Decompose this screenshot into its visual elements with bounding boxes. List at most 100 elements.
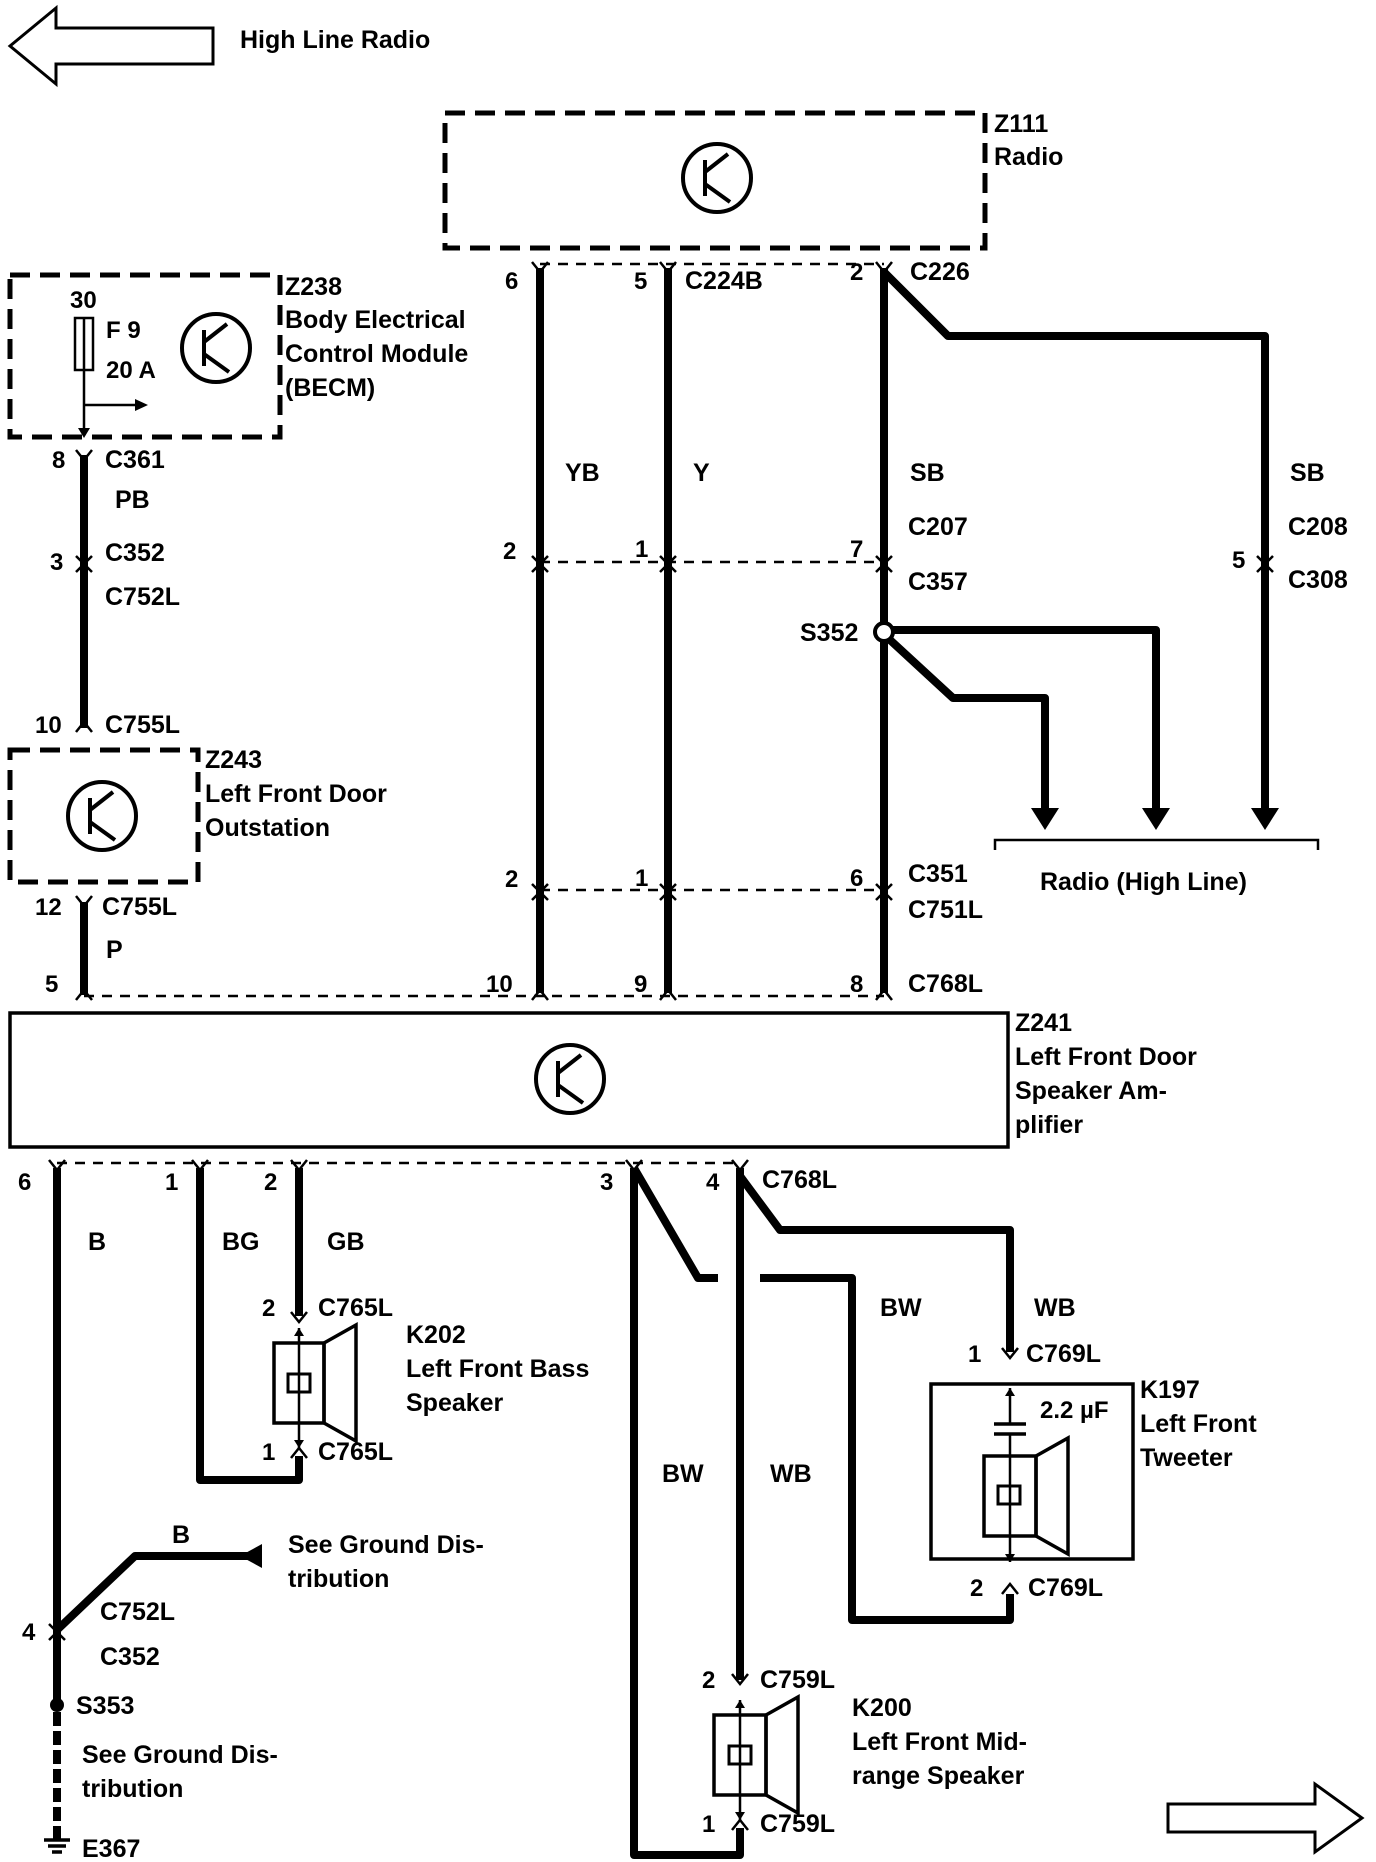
bass-speaker-icon bbox=[272, 1322, 358, 1448]
pin-8-c361: 8 bbox=[52, 447, 65, 474]
amplifier-id: Z241 bbox=[1015, 1009, 1072, 1037]
wire-b-branch bbox=[54, 1552, 250, 1633]
becm-module-box bbox=[7, 272, 283, 440]
outstation-module-box bbox=[7, 747, 201, 885]
wire-color-wb-upper: WB bbox=[1034, 1294, 1076, 1322]
connector-c352-top: C352 bbox=[105, 539, 165, 567]
connector-c352-lower: C352 bbox=[100, 1643, 160, 1671]
connector-c361-icon bbox=[75, 449, 93, 463]
outstation-name-line1: Left Front Door bbox=[205, 780, 387, 808]
amplifier-name-line1: Left Front Door bbox=[1015, 1043, 1197, 1071]
radio-name: Radio bbox=[994, 143, 1063, 171]
bass-speaker-name-line2: Speaker bbox=[406, 1389, 504, 1417]
pin-1-amp-out: 1 bbox=[165, 1169, 178, 1196]
becm-id: Z238 bbox=[285, 273, 342, 301]
connector-c208-icon bbox=[1256, 555, 1274, 573]
connector-c755l-lower-icon bbox=[75, 895, 93, 909]
wire-bg bbox=[196, 1168, 303, 1484]
connector-c755l-top: C755L bbox=[105, 711, 180, 739]
arrow-down-icon bbox=[1251, 808, 1279, 830]
connector-c752l-lower: C752L bbox=[100, 1598, 175, 1626]
connector-c352-icon bbox=[75, 555, 93, 573]
wire-color-sb-branch: SB bbox=[1290, 459, 1325, 487]
connector-c759l-top-icon bbox=[731, 1673, 749, 1687]
splice-s353: S353 bbox=[76, 1692, 134, 1720]
ground-note-1-line1: See Ground Dis- bbox=[288, 1531, 484, 1559]
pin-6-c224b: 6 bbox=[505, 268, 518, 295]
midrange-speaker-icon bbox=[712, 1694, 800, 1820]
tweeter-name-line2: Tweeter bbox=[1140, 1444, 1233, 1472]
connector-c351-pin2-icon bbox=[531, 883, 549, 901]
pin-2-c226: 2 bbox=[850, 259, 863, 286]
becm-transistor-icon bbox=[180, 312, 252, 384]
pin-6-c351: 6 bbox=[850, 865, 863, 892]
radio-id: Z111 bbox=[994, 110, 1048, 138]
tweeter-id: K197 bbox=[1140, 1376, 1200, 1404]
prev-page-label: High Line Radio bbox=[240, 26, 430, 54]
wire-color-y: Y bbox=[693, 459, 710, 487]
connector-c308: C308 bbox=[1288, 566, 1348, 594]
pin-10-c768l: 10 bbox=[486, 971, 513, 998]
becm-fuse-rating: 20 A bbox=[106, 357, 156, 384]
pin-1-c765l: 1 bbox=[262, 1439, 275, 1466]
radio-high-line-brace bbox=[993, 838, 1320, 850]
pin-7-c207: 7 bbox=[850, 536, 863, 563]
pin-2-c769l: 2 bbox=[970, 1575, 983, 1602]
arrow-right-icon bbox=[135, 399, 148, 411]
wire-bw-tweeter-b bbox=[760, 1274, 1014, 1624]
connector-c765l-bottom-icon bbox=[290, 1445, 308, 1459]
radio-module-box bbox=[442, 110, 988, 251]
connector-c769l-bottom: C769L bbox=[1028, 1574, 1103, 1602]
radio-high-line-label: Radio (High Line) bbox=[1040, 868, 1247, 896]
arrow-down-icon bbox=[1142, 808, 1170, 830]
connector-c351-pin1-icon bbox=[659, 883, 677, 901]
pin-9-c768l: 9 bbox=[634, 971, 647, 998]
arrow-down-icon bbox=[1031, 808, 1059, 830]
outstation-transistor-icon bbox=[66, 780, 138, 852]
connector-c765l-bottom: C765L bbox=[318, 1438, 393, 1466]
connector-c752l-lower-icon bbox=[48, 1623, 66, 1641]
connector-c759l-bottom: C759L bbox=[760, 1810, 835, 1838]
pin-1-c351: 1 bbox=[635, 865, 648, 892]
ground-note-2-line1: See Ground Dis- bbox=[82, 1741, 278, 1769]
connector-c768l-upper: C768L bbox=[908, 970, 983, 998]
connector-c208: C208 bbox=[1288, 513, 1348, 541]
wire-color-p: P bbox=[106, 936, 123, 964]
wire-color-pb: PB bbox=[115, 486, 150, 514]
wire-bw-midrange bbox=[630, 1168, 744, 1859]
pin-6-amp-out: 6 bbox=[18, 1169, 31, 1196]
ground-note-1-line2: tribution bbox=[288, 1565, 389, 1593]
amplifier-name-line3: plifier bbox=[1015, 1111, 1083, 1139]
pin-1-c769l: 1 bbox=[968, 1341, 981, 1368]
connector-c765l-top: C765L bbox=[318, 1294, 393, 1322]
midrange-speaker-name-line1: Left Front Mid- bbox=[852, 1728, 1027, 1756]
becm-name-line2: Control Module bbox=[285, 340, 468, 368]
connector-c765l-top-icon bbox=[290, 1311, 308, 1325]
pin-12-c755l: 12 bbox=[35, 894, 62, 921]
pin-8-c768l: 8 bbox=[850, 971, 863, 998]
amplifier-transistor-icon bbox=[534, 1043, 606, 1115]
tweeter-capacitor-value: 2.2 µF bbox=[1040, 1397, 1109, 1424]
wire-color-bg: BG bbox=[222, 1228, 260, 1256]
pin-2-c759l: 2 bbox=[702, 1667, 715, 1694]
outstation-id: Z243 bbox=[205, 746, 262, 774]
connector-c351-pin6-icon bbox=[875, 883, 893, 901]
wire-color-bw-lower: BW bbox=[662, 1460, 704, 1488]
ground-icon bbox=[44, 1838, 70, 1854]
next-page-arrow[interactable] bbox=[1166, 1781, 1365, 1855]
connector-c207-pin7-icon bbox=[875, 555, 893, 573]
connector-c207-pin1-icon bbox=[659, 555, 677, 573]
outstation-name-line2: Outstation bbox=[205, 814, 330, 842]
bass-speaker-name-line1: Left Front Bass bbox=[406, 1355, 589, 1383]
wire-s352-branch-2 bbox=[887, 637, 1049, 808]
becm-name-line1: Body Electrical bbox=[285, 306, 466, 334]
connector-pin5-icon bbox=[659, 261, 677, 275]
tweeter-capacitor-icon bbox=[994, 1388, 1026, 1456]
connector-pin2-icon bbox=[875, 261, 893, 275]
connector-c752l-top: C752L bbox=[105, 583, 180, 611]
connector-pin10-icon bbox=[531, 987, 549, 1001]
connector-c207-pin2-icon bbox=[531, 555, 549, 573]
prev-page-arrow[interactable] bbox=[7, 4, 215, 88]
wire-color-gb: GB bbox=[327, 1228, 365, 1256]
connector-c351: C351 bbox=[908, 860, 968, 888]
